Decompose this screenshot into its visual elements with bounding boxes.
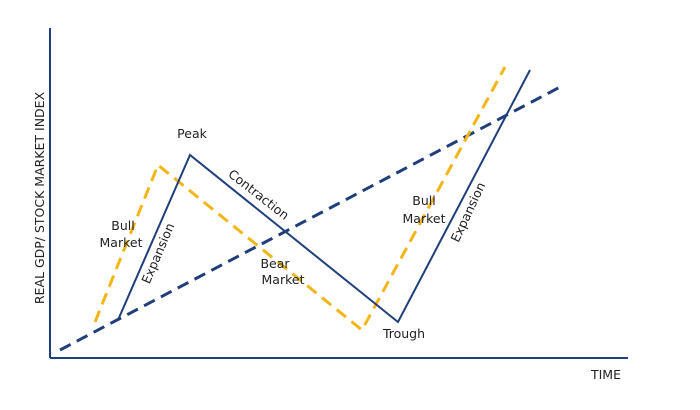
trend-line: [59, 84, 563, 352]
contraction-label: Contraction: [225, 166, 292, 223]
peak-label: Peak: [177, 126, 207, 141]
bear-market-label-line2: Market: [262, 272, 305, 287]
gdp-cycle-line: [117, 69, 531, 324]
y-axis-title: REAL GDP/ STOCK MARKET INDEX: [32, 91, 47, 304]
bull-market-right-line2: Market: [403, 211, 446, 226]
stock-market-line: [93, 66, 507, 332]
bull-market-left-line1: Bull: [111, 218, 134, 233]
bull-market-right-line1: Bull: [412, 193, 435, 208]
bull-market-left-line2: Market: [100, 235, 143, 250]
bear-market-label-line1: Bear: [260, 256, 290, 271]
x-axis-title: TIME: [590, 367, 621, 382]
trough-label: Trough: [382, 326, 425, 341]
